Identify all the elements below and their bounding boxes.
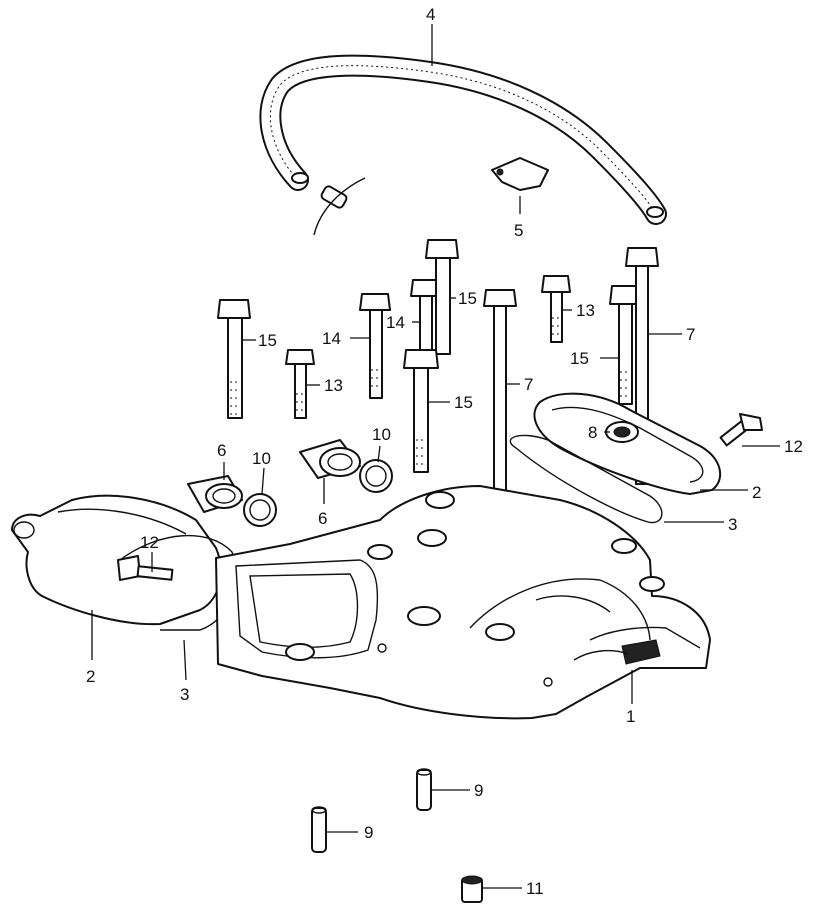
callout-2-right: 2 [752, 483, 761, 502]
callout-15-right: 15 [570, 349, 589, 368]
right-cover [533, 392, 722, 495]
callout-4: 4 [426, 5, 435, 24]
callout-3-right: 3 [728, 515, 737, 534]
breather-hose [259, 54, 667, 225]
callouts: 1 2 2 3 3 4 5 6 6 7 7 8 9 9 10 10 11 12 … [86, 5, 803, 898]
bolt-13-left [285, 349, 315, 419]
oring-10-right [359, 459, 393, 493]
dowel-6-left [187, 475, 243, 513]
hose-clamp [491, 157, 549, 191]
callout-8: 8 [588, 423, 597, 442]
callout-12-right: 12 [784, 437, 803, 456]
bolt-14-center [410, 279, 442, 357]
bolt-12-right [719, 413, 763, 447]
callout-7-center: 7 [524, 375, 533, 394]
bolt-15-mid [403, 349, 439, 473]
callout-6-right: 6 [318, 509, 327, 528]
callout-15-left: 15 [258, 331, 277, 350]
bolt-left-15 [217, 299, 251, 419]
callout-2-left: 2 [86, 667, 95, 686]
dowel-6-right [299, 439, 361, 479]
bolt-13-right [541, 275, 571, 343]
callout-14-left: 14 [322, 329, 341, 348]
callout-15-top: 15 [458, 289, 477, 308]
stud-7-center [483, 289, 517, 529]
callout-9-upper: 9 [474, 781, 483, 800]
dowel-11 [461, 875, 483, 903]
callout-5: 5 [514, 221, 523, 240]
right-gasket [509, 434, 663, 524]
bolt-14-left [359, 293, 391, 399]
left-cover [11, 494, 222, 626]
callout-3-left: 3 [180, 685, 189, 704]
callout-10-right: 10 [372, 425, 391, 444]
callout-14-center: 14 [386, 313, 405, 332]
callout-10-left: 10 [252, 449, 271, 468]
hose-fitting [313, 177, 366, 236]
callout-7-right: 7 [686, 325, 695, 344]
bolt-12-left [117, 555, 174, 581]
bolt-15-top [425, 239, 459, 355]
callout-13-left: 13 [324, 376, 343, 395]
bolt-15-right [609, 285, 641, 405]
callout-9-lower: 9 [364, 823, 373, 842]
callout-11: 11 [526, 879, 544, 898]
callout-13-right: 13 [576, 301, 595, 320]
cylinder-head [215, 485, 711, 720]
dowel-9-lower [311, 806, 327, 853]
dowel-9-upper [416, 768, 432, 811]
callout-12-left: 12 [140, 533, 159, 552]
oring-10-left [243, 493, 277, 527]
callout-1: 1 [626, 707, 635, 726]
leader-lines [91, 24, 780, 889]
callout-15-mid: 15 [454, 393, 473, 412]
callout-6-left: 6 [217, 441, 226, 460]
